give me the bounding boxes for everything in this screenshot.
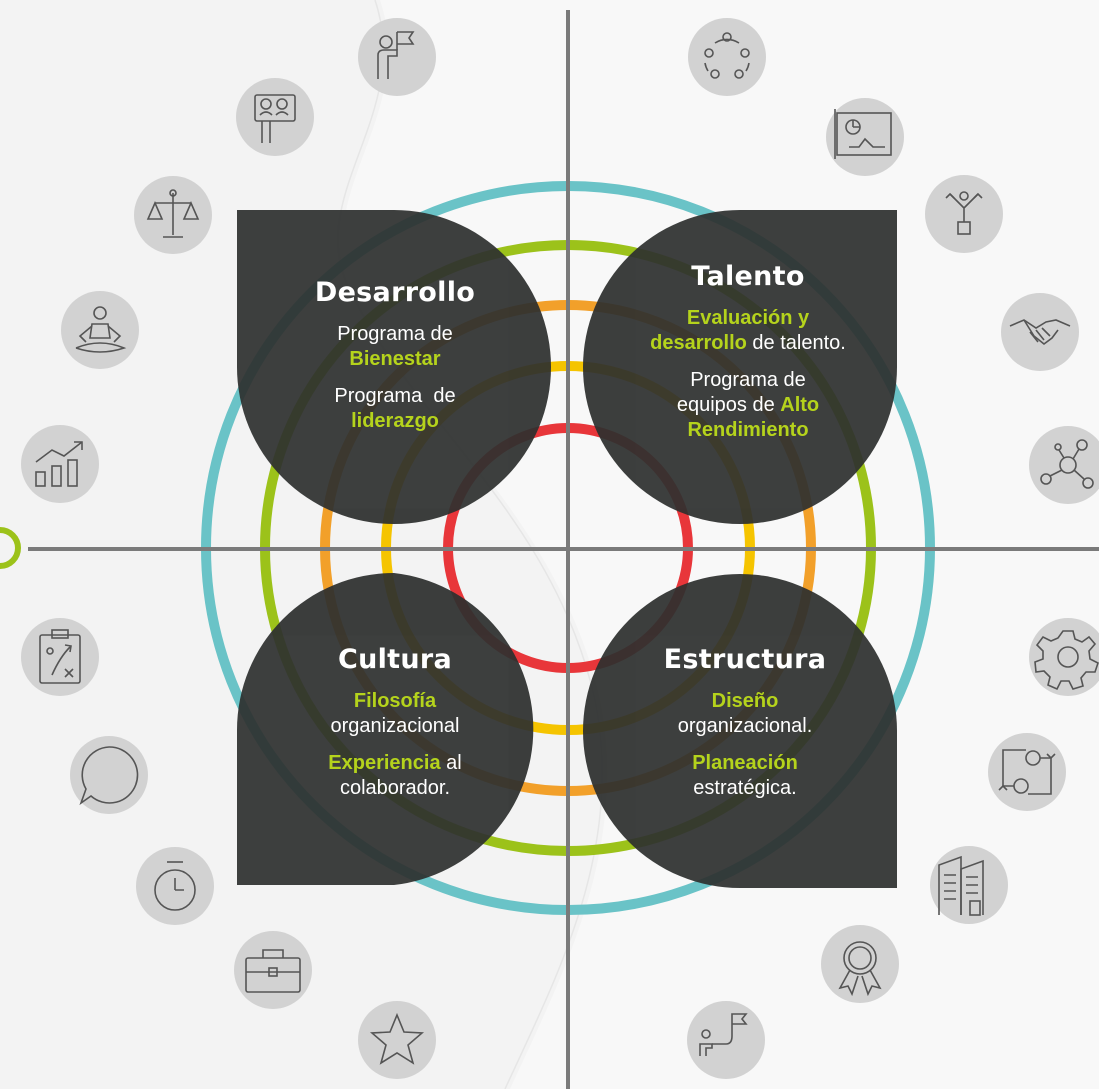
cultura-item1-highlight: Filosofía xyxy=(353,690,437,712)
estructura-item-diseno: Diseño organizacional. xyxy=(640,689,850,739)
talento-item-alto-rendimiento: Programa de equipos de Alto Rendimiento xyxy=(633,368,863,443)
chat-bubble-icon xyxy=(70,736,148,814)
desarrollo-item-liderazgo: Programa de liderazgo xyxy=(300,384,490,434)
presenter-flag-icon xyxy=(358,18,436,96)
panel-talento-shape xyxy=(583,210,897,524)
network-people-icon xyxy=(1029,426,1099,504)
cultura-item-experiencia: Experiencia al colaborador. xyxy=(300,751,490,801)
panel-desarrollo: Desarrollo Programa de Bienestar Program… xyxy=(300,277,490,446)
team-circle-icon xyxy=(688,18,766,96)
talento-item2-text-a: Programa de xyxy=(690,369,806,391)
goal-path-icon xyxy=(687,1001,765,1079)
cultura-title: Cultura xyxy=(337,644,453,675)
award-ribbon-icon xyxy=(821,925,899,1003)
cultura-item1-text: organizacional xyxy=(330,715,460,737)
cultura-item-filosofia: Filosofía organizacional xyxy=(300,689,490,739)
teacher-board-icon xyxy=(236,78,314,156)
estructura-item-planeacion: Planeación estratégica. xyxy=(640,751,850,801)
cultura-item2-text-b: colaborador. xyxy=(339,777,451,799)
talento-item1-highlight-b: desarrollo xyxy=(650,332,747,354)
desarrollo-item-bienestar: Programa de Bienestar xyxy=(300,322,490,372)
talento-item2-text-b: equipos de xyxy=(676,394,781,416)
strategy-clipboard-icon xyxy=(21,618,99,696)
star-icon xyxy=(358,1001,436,1079)
panel-cultura: Cultura Filosofía organizacional Experie… xyxy=(300,644,490,813)
talento-item2-highlight-b: Rendimiento xyxy=(687,419,809,441)
desarrollo-item1-text: Programa de xyxy=(337,323,453,345)
background-swoosh xyxy=(342,0,1099,1089)
cultura-item2-highlight: Experiencia xyxy=(328,752,441,774)
panel-estructura-shape xyxy=(583,574,897,888)
desarrollo-item2-highlight: liderazgo xyxy=(351,410,439,432)
process-cycle-icon xyxy=(988,733,1066,811)
desarrollo-item2-text: Programa de xyxy=(334,385,456,407)
meditation-icon xyxy=(61,291,139,369)
estructura-item1-highlight: Diseño xyxy=(711,690,779,712)
talento-title: Talento xyxy=(691,261,805,292)
left-edge-marker xyxy=(0,527,21,569)
growth-chart-icon xyxy=(21,425,99,503)
handshake-icon xyxy=(1001,293,1079,371)
panel-estructura: Estructura Diseño organizacional. Planea… xyxy=(640,644,850,813)
talento-item-evaluacion: Evaluación y desarrollo de talento. xyxy=(633,306,863,356)
panel-talento: Talento Evaluación y desarrollo de talen… xyxy=(633,261,863,455)
estructura-item1-text: organizacional. xyxy=(677,715,813,737)
icons-right xyxy=(687,18,1099,1079)
desarrollo-title: Desarrollo xyxy=(314,277,476,308)
gear-icon xyxy=(1029,618,1099,696)
talento-item2-highlight-a: Alto xyxy=(780,394,820,416)
cultura-item2-text-a: al xyxy=(440,752,462,774)
office-buildings-icon xyxy=(930,846,1008,924)
talento-item1-text: de talento. xyxy=(746,332,846,354)
estructura-title: Estructura xyxy=(663,644,827,675)
talento-item1-highlight-a: Evaluación y xyxy=(686,307,810,329)
briefcase-icon xyxy=(234,931,312,1009)
desarrollo-item1-highlight: Bienestar xyxy=(349,348,441,370)
estructura-item2-text: estratégica. xyxy=(693,777,797,799)
panel-cultura-shape xyxy=(237,573,534,885)
estructura-item2-highlight: Planeación xyxy=(692,752,798,774)
dashboard-screen-icon xyxy=(826,98,904,176)
icons-left xyxy=(21,18,436,1079)
stopwatch-icon xyxy=(136,847,214,925)
balance-scale-icon xyxy=(134,176,212,254)
career-path-icon xyxy=(925,175,1003,253)
panel-desarrollo-shape xyxy=(237,210,551,524)
